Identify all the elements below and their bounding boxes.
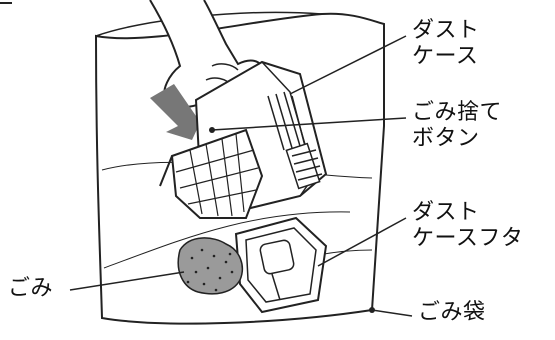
leader-dust-case [289,35,407,95]
dump-button-dot [209,127,215,133]
garbage-specks [186,248,234,292]
label-line: ダスト [412,200,480,225]
label-line: ケースフタ [412,226,524,251]
leader-lines [69,35,413,317]
label-dust-case: ダスト ケース [412,18,480,70]
label-line: ごみ捨て [412,100,503,125]
filter-frame [159,155,173,187]
lid-inner [245,227,317,303]
bag-fold [103,211,351,269]
leader-garbage-bag [371,309,413,317]
bag-dot [369,307,375,313]
label-garbage: ごみ [8,276,54,301]
dust-case-ribs [267,91,307,151]
lid-latch [271,273,281,301]
lid-port [259,239,295,275]
leader-dump-button [211,117,407,131]
push-arrow [150,84,206,140]
label-dust-case-lid: ダスト ケースフタ [412,200,523,252]
filter [170,128,264,219]
label-dump-button: ごみ捨て ボタン [412,100,502,152]
leader-dust-case-lid [317,217,407,267]
leader-garbage [69,271,185,291]
brush [285,142,323,190]
label-line: ケース [412,44,479,69]
label-line: ボタン [412,126,480,151]
label-line: ダスト [412,18,480,43]
garbage-bag [94,12,385,325]
finger-line [211,63,239,71]
garbage [177,237,244,295]
filter-grid [175,133,259,217]
label-garbage-bag: ごみ袋 [418,300,486,325]
